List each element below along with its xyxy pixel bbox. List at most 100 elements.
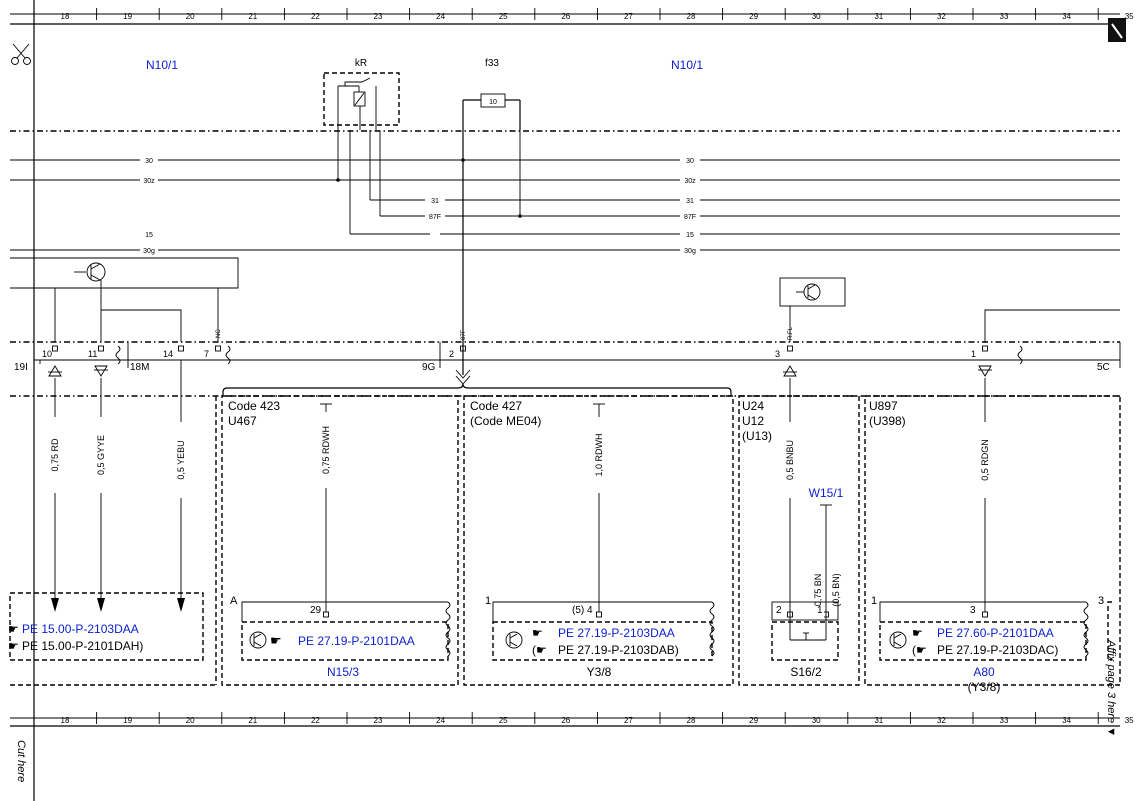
column-number: 20 <box>186 12 195 21</box>
a80-name: A80 <box>973 665 995 679</box>
a80-subname: (Y3/8) <box>968 680 1001 694</box>
bus-label-87f-mid: 87F <box>429 214 441 221</box>
column-number: 24 <box>436 716 445 725</box>
component-y3-8 <box>492 601 715 661</box>
column-number: 28 <box>687 716 696 725</box>
group1-label-u: U467 <box>228 414 257 428</box>
wire-label: 0,5 GYYE <box>96 435 106 475</box>
bus-label-right: 30 <box>686 158 694 165</box>
group-u897 <box>864 395 1121 686</box>
group4-label-u398: (U398) <box>869 414 906 428</box>
column-number: 32 <box>937 12 946 21</box>
n10-label-right: N10/1 <box>671 58 703 72</box>
bus-label-right: 87F <box>684 214 696 221</box>
left-ref-link-1[interactable]: PE 15.00-P-2103DAA <box>22 622 139 636</box>
hand-icon: ☛ <box>270 633 282 648</box>
column-number: 24 <box>436 12 445 21</box>
a80-pin-1: 1 <box>871 595 877 607</box>
hand-icon: ☛ <box>8 622 19 636</box>
y38-pin-1: 1 <box>485 595 491 607</box>
fuse-label: f33 <box>485 58 499 69</box>
fuse-f33 <box>462 93 521 130</box>
column-number: 21 <box>248 716 257 725</box>
lower-wires <box>51 360 986 612</box>
pin-14: 14 <box>163 349 173 359</box>
bus-label-15: 15 <box>145 232 153 239</box>
power-bus <box>10 130 1120 342</box>
column-number: 19 <box>123 12 132 21</box>
connector-9g: 9G <box>422 362 436 373</box>
component-n15-3 <box>241 601 451 661</box>
wire-label: 0,5 RDGN <box>980 439 990 481</box>
hand-icon: (☛ <box>532 643 547 657</box>
connector-19i: 19I <box>14 362 28 373</box>
cut-here-text: Cut here <box>15 740 27 782</box>
column-number: 22 <box>311 12 320 21</box>
column-number: 23 <box>374 12 383 21</box>
column-number: 32 <box>937 716 946 725</box>
hand-icon: ☛ <box>8 639 19 653</box>
wire-label: (0,5 BN) <box>831 573 841 607</box>
group-code423 <box>221 395 459 686</box>
fuse-value: 10 <box>489 99 497 106</box>
corner-mark-icon <box>1108 18 1126 42</box>
s16-name: S16/2 <box>790 665 822 679</box>
group2-label-code: Code 427 <box>470 399 522 413</box>
transistor-icon <box>249 631 267 649</box>
s16-pin-2: 2 <box>776 605 782 616</box>
column-number: 21 <box>248 12 257 21</box>
column-number: 35 <box>1125 716 1134 725</box>
pin-11: 11 <box>88 349 97 359</box>
y38-ref-link-2[interactable]: PE 27.19-P-2103DAB) <box>558 643 679 657</box>
connector-5c: 5C <box>1097 362 1110 373</box>
a80-ref-link-1[interactable]: PE 27.60-P-2101DAA <box>937 626 1054 640</box>
a80-ref-link-2[interactable]: PE 27.19-P-2103DAC) <box>937 643 1058 657</box>
hand-icon: ☛ <box>912 626 923 640</box>
column-number: 29 <box>749 716 758 725</box>
component-a80 <box>879 601 1112 661</box>
pin-3: 3 <box>775 349 780 359</box>
column-number: 27 <box>624 716 633 725</box>
wire-label: 1,0 RDWH <box>594 433 604 476</box>
n10-transistor-block <box>10 257 239 342</box>
column-number: 34 <box>1062 716 1071 725</box>
column-number: 18 <box>61 716 70 725</box>
y38-ref-link-1[interactable]: PE 27.19-P-2103DAA <box>558 626 675 640</box>
column-number: 33 <box>1000 716 1009 725</box>
column-number: 31 <box>874 716 883 725</box>
n15-ref-link[interactable]: PE 27.19-P-2101DAA <box>298 634 415 648</box>
n15-name: N15/3 <box>327 665 359 679</box>
connector-18m: 18M <box>130 362 149 373</box>
connector-strip <box>34 342 1121 368</box>
a80-pin-3: 3 <box>970 605 976 616</box>
w15-name: W15/1 <box>809 486 844 500</box>
column-number: 18 <box>61 12 70 21</box>
bus-label-right: 15 <box>686 232 694 239</box>
tag-nc: NC <box>216 329 222 338</box>
component-s16-2 <box>771 601 839 661</box>
group2-label-code2: (Code ME04) <box>470 414 541 428</box>
column-number: 30 <box>812 716 821 725</box>
column-number: 28 <box>687 12 696 21</box>
n15-pin-29: 29 <box>310 605 322 616</box>
wire-label: 0,5 YEBU <box>176 440 186 479</box>
s16-pin-1: 1 <box>817 605 823 616</box>
column-number: 30 <box>812 12 821 21</box>
wire-label: 0,75 RD <box>50 438 60 472</box>
edge-pin-3: 3 <box>1098 595 1104 607</box>
left-ref-link-2[interactable]: PE 15.00-P-2101DAH) <box>22 639 143 653</box>
transistor-icon <box>505 631 523 649</box>
pin-10: 10 <box>42 349 52 359</box>
group-u24 <box>738 395 860 686</box>
wire-label: 0,75 RDWH <box>321 426 331 474</box>
bus-label-30z: 30z <box>143 178 155 185</box>
transistor-icon <box>889 631 907 649</box>
column-number: 31 <box>874 12 883 21</box>
pin-2: 2 <box>449 349 454 359</box>
scissors-icon <box>11 43 31 65</box>
group3-label-u13: (U13) <box>742 429 772 443</box>
column-number: 25 <box>499 12 508 21</box>
column-number: 34 <box>1062 12 1071 21</box>
relay-kr <box>323 72 400 130</box>
